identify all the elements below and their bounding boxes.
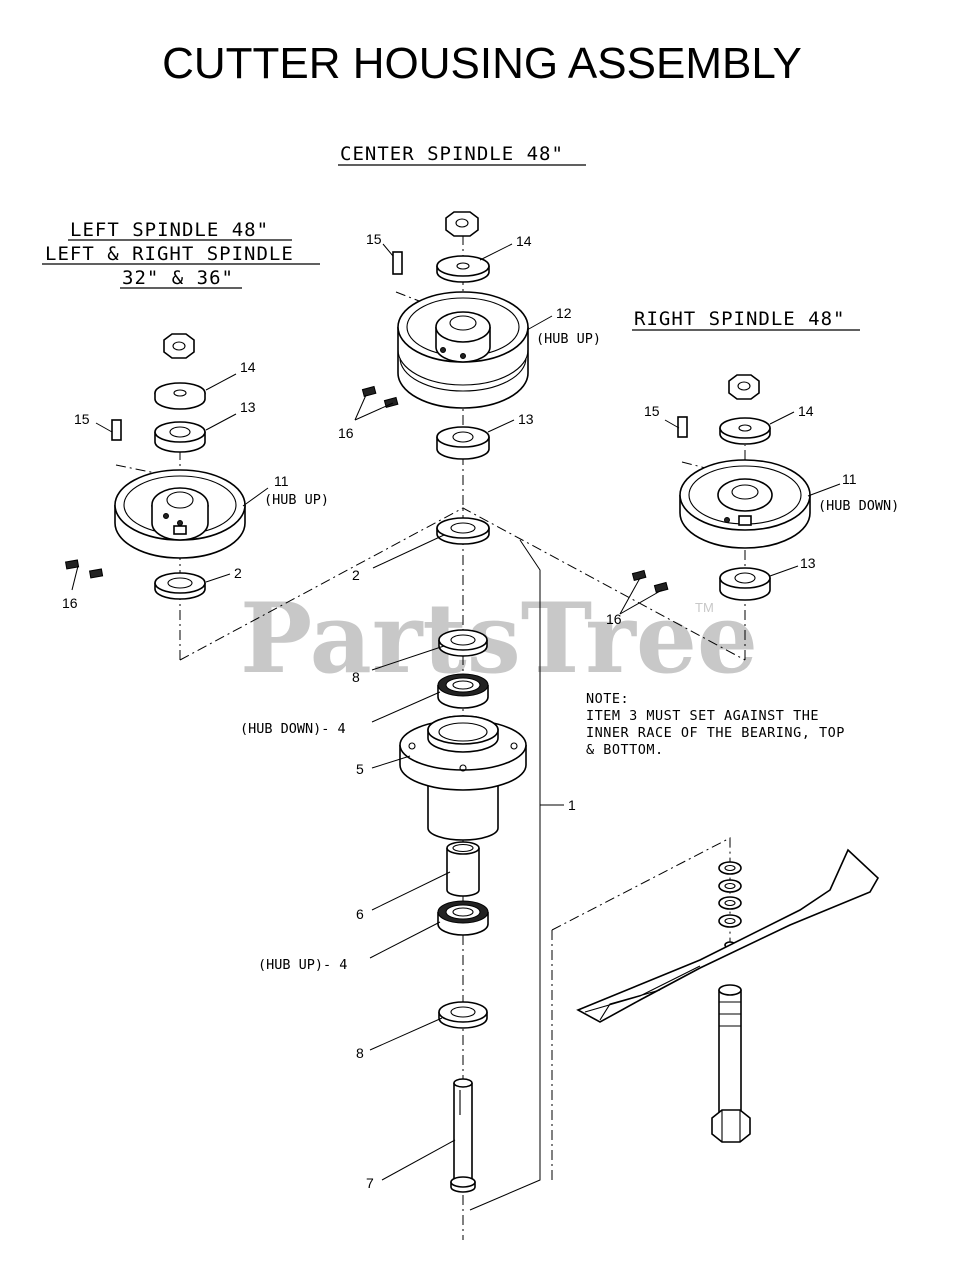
right-spindle-group	[631, 374, 811, 601]
label-hub-down-4: (HUB DOWN)- 4	[240, 721, 346, 737]
left-nut-icon	[163, 333, 195, 359]
blade-washers-icon	[718, 861, 742, 949]
left-spindle-group	[64, 333, 246, 600]
left-washer-14-icon	[154, 382, 206, 410]
header-center-text: CENTER SPINDLE 48"	[340, 143, 564, 165]
callout-14-center: 14	[516, 233, 532, 249]
note-line-3: INNER RACE OF THE BEARING, TOP	[586, 725, 845, 741]
center-nut-icon	[445, 211, 479, 237]
center-shaft-7-icon	[450, 1078, 476, 1193]
note-line-2: ITEM 3 MUST SET AGAINST THE	[586, 708, 819, 724]
label-hub-up-4: (HUB UP)- 4	[258, 957, 347, 973]
header-left-spindle: LEFT SPINDLE 48" LEFT & RIGHT SPINDLE 32…	[42, 219, 320, 289]
callout-12-center: 12	[556, 305, 572, 321]
callout-15-left: 15	[74, 411, 90, 427]
right-spacer-13-icon	[719, 567, 771, 601]
leader-lines	[71, 243, 841, 1181]
center-housing-5-icon	[399, 715, 527, 841]
right-nut-icon	[728, 374, 760, 400]
center-bearing-4-top-icon	[437, 673, 489, 709]
callout-11-left: 11	[274, 473, 289, 489]
callout-2-left: 2	[234, 565, 242, 581]
blade-group	[576, 848, 880, 1143]
label-hub-up-center: (HUB UP)	[536, 331, 601, 347]
callout-5: 5	[356, 761, 364, 777]
callout-16-right: 16	[606, 611, 622, 627]
callout-14-right: 14	[798, 403, 814, 419]
callout-6: 6	[356, 906, 364, 922]
callout-16-left: 16	[62, 595, 78, 611]
right-setscrews-16-icon	[631, 569, 669, 594]
left-spacer-13-icon	[154, 421, 206, 453]
center-washer-14-icon	[436, 255, 490, 283]
center-spacer-6-icon	[446, 841, 480, 897]
center-pulley-12-icon	[397, 291, 529, 409]
page-title: CUTTER HOUSING ASSEMBLY	[162, 39, 802, 88]
callout-1: 1	[568, 797, 576, 813]
center-washer-2-icon	[436, 517, 490, 545]
label-hub-down-right: (HUB DOWN)	[818, 498, 899, 514]
header-right-spindle: RIGHT SPINDLE 48"	[632, 308, 860, 331]
callout-13-left: 13	[240, 399, 256, 415]
callout-15-center: 15	[366, 231, 382, 247]
callout-15-right: 15	[644, 403, 660, 419]
header-center-spindle: CENTER SPINDLE 48"	[338, 143, 586, 166]
callout-7: 7	[366, 1175, 374, 1191]
center-bearing-4-bottom-icon	[437, 900, 489, 936]
center-spacer-13-icon	[436, 426, 490, 460]
center-setscrews-16-icon	[361, 385, 399, 409]
left-pulley-11-icon	[114, 469, 246, 559]
callout-13-center: 13	[518, 411, 534, 427]
left-washer-2-icon	[154, 572, 206, 600]
callout-16-center: 16	[338, 425, 354, 441]
callout-11-right: 11	[842, 471, 857, 487]
watermark-tm: TM	[695, 600, 714, 615]
callout-8-top: 8	[352, 669, 360, 685]
note-line-1: NOTE:	[586, 691, 629, 707]
callout-labels: 14 13 15 11 (HUB UP) 2 16 15 14 12 (HUB …	[62, 231, 899, 1191]
label-hub-up-left: (HUB UP)	[264, 492, 329, 508]
blade-bolt-icon	[711, 984, 751, 1143]
center-spindle-group	[361, 211, 529, 1193]
header-left-line2: LEFT & RIGHT SPINDLE	[45, 243, 294, 265]
callout-14-left: 14	[240, 359, 256, 375]
note-block: NOTE: ITEM 3 MUST SET AGAINST THE INNER …	[586, 691, 845, 758]
header-right-text: RIGHT SPINDLE 48"	[634, 308, 845, 330]
center-washer-8-bottom-icon	[438, 1001, 488, 1029]
callout-8-bottom: 8	[356, 1045, 364, 1061]
right-washer-14-icon	[719, 417, 771, 445]
left-setscrews-16-icon	[64, 559, 104, 579]
watermark-text: PartsTree	[240, 582, 758, 695]
item-1-bracket	[469, 539, 541, 1211]
center-washer-8-top-icon	[438, 629, 488, 657]
header-left-line1: LEFT SPINDLE 48"	[70, 219, 269, 241]
note-line-4: & BOTTOM.	[586, 742, 664, 758]
right-key-15-icon	[677, 416, 688, 438]
header-left-line3: 32" & 36"	[122, 267, 234, 289]
center-key-15-icon	[392, 251, 403, 275]
left-key-15-icon	[111, 419, 122, 441]
right-pulley-11-icon	[679, 459, 811, 549]
callout-2-center: 2	[352, 567, 360, 583]
callout-13-right: 13	[800, 555, 816, 571]
